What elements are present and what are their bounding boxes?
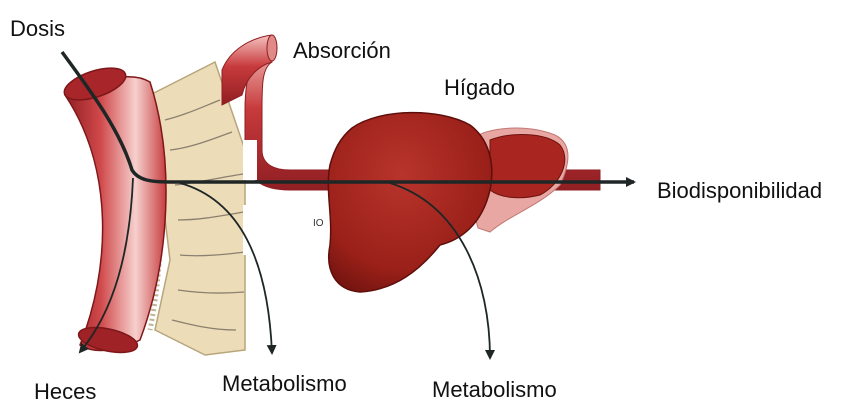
liver-label: Hígado: [444, 77, 515, 99]
absorption-label: Absorción: [293, 40, 391, 62]
feces-label: Heces: [34, 381, 96, 403]
dose-label: Dosis: [10, 18, 65, 40]
cut-mask: [243, 140, 257, 180]
liver-metabolism-label: Metabolismo: [432, 379, 557, 401]
gut-metabolism-label: Metabolismo: [222, 373, 347, 395]
liver: [328, 113, 568, 292]
bioavailability-label: Biodisponibilidad: [657, 180, 822, 202]
intestine: [61, 62, 166, 357]
small-mark-label: IO: [313, 219, 324, 229]
